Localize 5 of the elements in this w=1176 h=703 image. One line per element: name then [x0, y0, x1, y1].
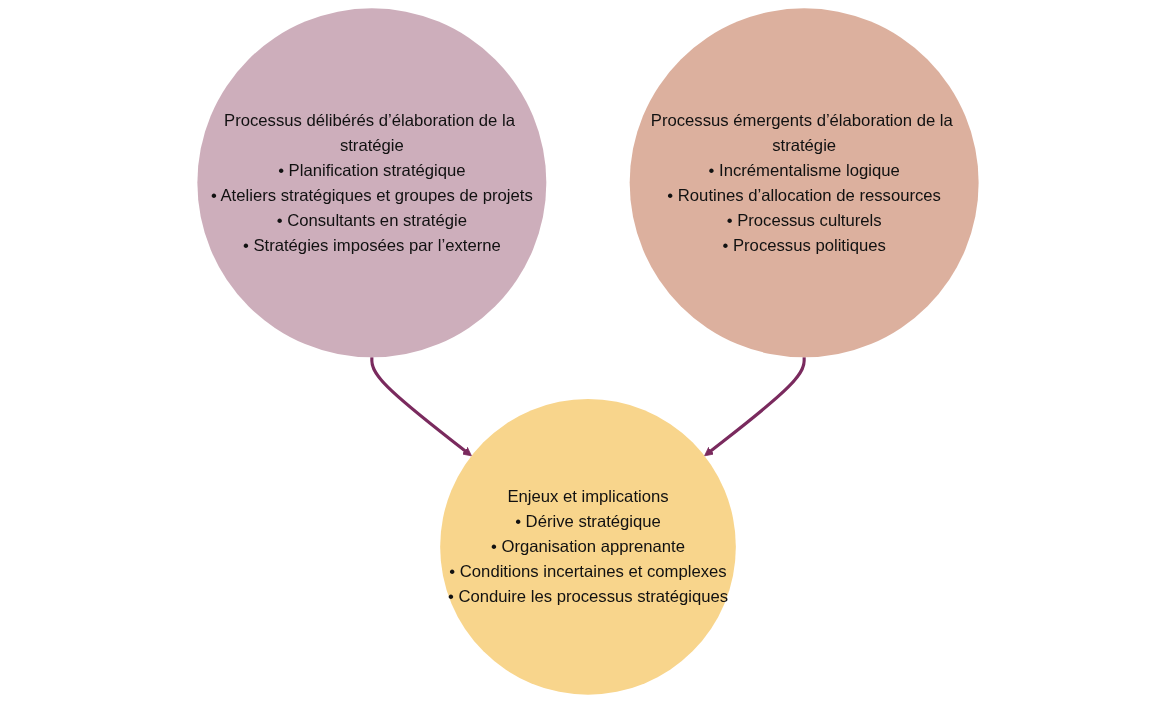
arrow	[704, 357, 806, 457]
node-circle: Processus émergents d’élaboration de la stratégie • Incrémentalisme logique • Routines d’allocation de ressources • Processus culturels • Processus politiques	[629, 8, 979, 358]
node-circle: Enjeux et implications • Dérive stratégique • Organisation apprenante • Conditions incertaines et complexes • Conduire les processus stratégiques	[440, 398, 736, 695]
arrow	[370, 357, 472, 457]
node-circle: Processus délibérés d’élaboration de la stratégie • Planification stratégique • Ateliers stratégiques et groupes de projets • Consultants en stratégie • Stratégies imposées par l’externe	[197, 8, 547, 358]
